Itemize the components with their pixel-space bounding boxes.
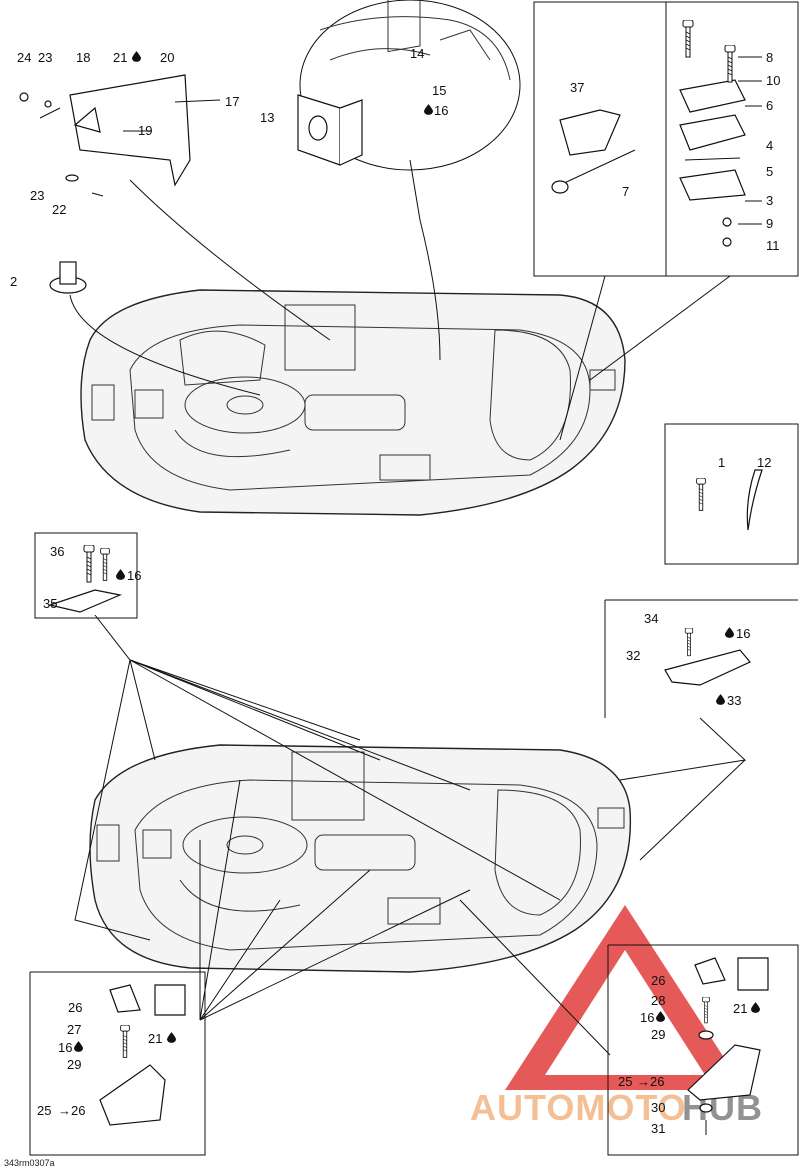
label-35: 35: [43, 596, 57, 611]
label-16b: 16: [127, 568, 141, 583]
label-37: 37: [570, 80, 584, 95]
leader-lines: [69, 99, 747, 1056]
label-21a: 21: [113, 50, 127, 65]
bottom-hull: [89, 744, 632, 973]
label-32: 32: [626, 648, 640, 663]
label-19: 19: [138, 123, 152, 138]
pad-bottom-right: [687, 1044, 761, 1101]
label-17: 17: [225, 94, 239, 109]
latch-part: [559, 109, 621, 156]
label-25b: 25: [618, 1074, 632, 1089]
label-13: 13: [260, 110, 274, 125]
label-3: 3: [766, 193, 773, 208]
label-22: 22: [52, 202, 66, 217]
watermark-triangle: [505, 905, 745, 1090]
figure-code: 343rm0307a: [4, 1158, 55, 1168]
label-16e: 16: [640, 1010, 654, 1025]
label-15: 15: [432, 83, 446, 98]
label-34: 34: [644, 611, 658, 626]
watermark: AUTOMOTO HUB: [470, 905, 762, 1128]
inset-box-fasteners: [664, 423, 799, 565]
hinge-plate-3: [679, 169, 746, 201]
label-26b: 26: [71, 1103, 85, 1118]
label-25a: 25: [37, 1103, 51, 1118]
label-24: 24: [17, 50, 31, 65]
label-20: 20: [160, 50, 174, 65]
label-26a: 26: [68, 1000, 82, 1015]
label-16a: 16: [434, 103, 448, 118]
label-6: 6: [766, 98, 773, 113]
label-5: 5: [766, 164, 773, 179]
hinge-plate-4: [679, 114, 746, 151]
label-21b: 21: [148, 1031, 162, 1046]
cleat: [47, 589, 123, 613]
cable-tie: [746, 469, 763, 531]
label-18: 18: [76, 50, 90, 65]
label-9: 9: [766, 216, 773, 231]
label-33: 33: [727, 693, 741, 708]
inset-box-bottom-left: [29, 971, 206, 1156]
pad-bottom-left: [99, 1064, 166, 1126]
label-23b: 23: [30, 188, 44, 203]
label-30: 30: [651, 1100, 665, 1115]
label-26c: 26: [651, 973, 665, 988]
glovebox-lid: [69, 74, 191, 187]
label-28: 28: [651, 993, 665, 1008]
label-21c: 21: [733, 1001, 747, 1016]
arrow-b: →: [637, 1074, 650, 1089]
label-29a: 29: [67, 1057, 81, 1072]
inset-box-bottom-right: [607, 944, 799, 1156]
label-16c: 16: [736, 626, 750, 641]
label-11: 11: [766, 238, 780, 253]
arrow-a: →: [58, 1103, 71, 1118]
label-7: 7: [622, 184, 629, 199]
label-12: 12: [757, 455, 771, 470]
part-labels: 24 23 18 21 20 17 19 23 22 2 13 14 15 16…: [4, 46, 780, 1168]
label-2: 2: [10, 274, 17, 289]
label-1: 1: [718, 455, 725, 470]
label-14: 14: [410, 46, 424, 61]
label-10: 10: [766, 73, 780, 88]
label-29b: 29: [651, 1027, 665, 1042]
label-36: 36: [50, 544, 64, 559]
watermark-text-1: AUTOMOTO: [470, 1087, 687, 1128]
hinge-plate-6: [679, 79, 746, 113]
label-23a: 23: [38, 50, 52, 65]
label-31: 31: [651, 1121, 665, 1136]
label-27: 27: [67, 1022, 81, 1037]
top-hull: [80, 289, 626, 516]
label-26d: 26: [650, 1074, 664, 1089]
bumper: [664, 649, 751, 686]
label-16d: 16: [58, 1040, 72, 1055]
label-8: 8: [766, 50, 773, 65]
label-4: 4: [766, 138, 773, 153]
